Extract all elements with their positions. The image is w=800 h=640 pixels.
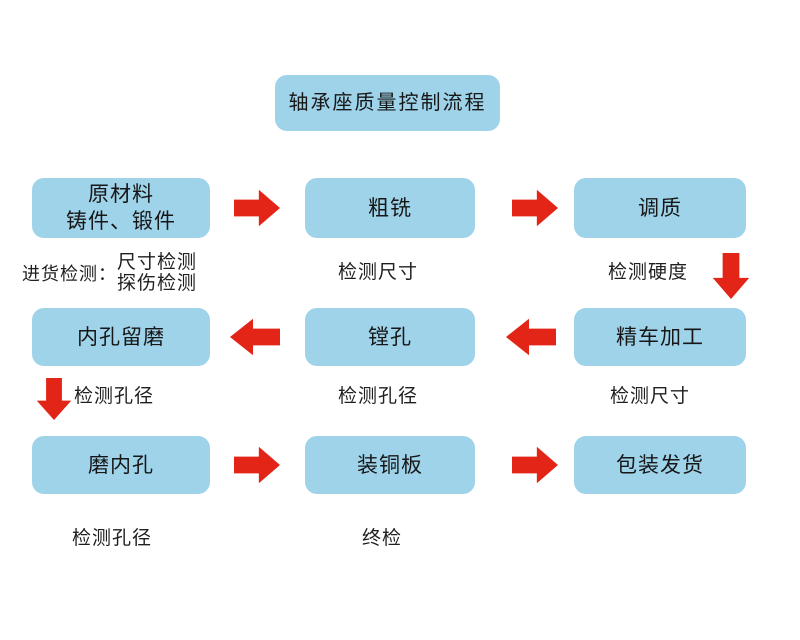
caption-inspect-hardness-text: 检测硬度: [608, 261, 689, 283]
caption-inspect-bore-1-text: 检测孔径: [74, 385, 155, 407]
process-box-rough-milling[interactable]: 粗铣: [305, 178, 475, 238]
caption-incoming-inspection-value-1: 尺寸检测: [117, 251, 198, 273]
process-box-quench-temper-label: 调质: [638, 195, 682, 220]
caption-inspect-bore-3: 检测孔径: [72, 527, 153, 550]
caption-final-inspection: 终检: [362, 527, 403, 550]
process-box-finish-turning-label: 精车加工: [616, 324, 704, 349]
process-box-bore-grind-allowance[interactable]: 内孔留磨: [32, 308, 210, 366]
arrow-right-icon-row1-1: [234, 189, 280, 227]
arrow-down-icon-left: [36, 378, 72, 420]
caption-inspect-dimension-2-text: 检测尺寸: [610, 385, 691, 407]
arrow-right-icon-row3-2: [512, 446, 558, 484]
caption-inspect-dimension-1: 检测尺寸: [338, 261, 419, 284]
caption-final-inspection-text: 终检: [362, 527, 403, 549]
caption-inspect-dimension-1-text: 检测尺寸: [338, 261, 419, 283]
diagram-title-text: 轴承座质量控制流程: [288, 90, 487, 115]
process-box-raw-material-line1: 原材料: [88, 182, 154, 207]
caption-incoming-inspection-value-2: 探伤检测: [117, 272, 198, 295]
process-box-boring-label: 镗孔: [368, 324, 412, 349]
process-box-packaging-shipping[interactable]: 包装发货: [574, 436, 746, 494]
caption-inspect-bore-2-text: 检测孔径: [338, 385, 419, 407]
process-box-quench-temper[interactable]: 调质: [574, 178, 746, 238]
arrow-left-icon-row2-1: [230, 318, 280, 356]
caption-inspect-dimension-2: 检测尺寸: [610, 385, 691, 408]
diagram-title-box: 轴承座质量控制流程: [275, 75, 500, 131]
process-box-grind-bore[interactable]: 磨内孔: [32, 436, 210, 494]
caption-inspect-bore-1: 检测孔径: [74, 385, 155, 408]
process-box-packaging-shipping-label: 包装发货: [616, 452, 704, 477]
process-box-rough-milling-label: 粗铣: [368, 195, 412, 220]
process-box-raw-material-line2: 铸件、锻件: [66, 209, 176, 233]
arrow-right-icon-row1-2: [512, 189, 558, 227]
caption-inspect-hardness: 检测硬度: [608, 261, 689, 284]
process-box-mount-copper-plate[interactable]: 装铜板: [305, 436, 475, 494]
process-box-mount-copper-plate-label: 装铜板: [357, 452, 423, 477]
arrow-left-icon-row2-2: [506, 318, 556, 356]
process-box-bore-grind-allowance-label: 内孔留磨: [77, 324, 165, 349]
caption-incoming-inspection-label: 进货检测：: [22, 264, 117, 286]
caption-inspect-bore-2: 检测孔径: [338, 385, 419, 408]
caption-incoming-inspection-values: 尺寸检测 探伤检测: [117, 251, 198, 295]
process-box-grind-bore-label: 磨内孔: [88, 452, 154, 477]
arrow-right-icon-row3-1: [234, 446, 280, 484]
process-box-boring[interactable]: 镗孔: [305, 308, 475, 366]
process-box-finish-turning[interactable]: 精车加工: [574, 308, 746, 366]
caption-inspect-bore-3-text: 检测孔径: [72, 527, 153, 549]
arrow-down-icon-right: [712, 253, 750, 299]
process-box-raw-material[interactable]: 原材料 铸件、锻件: [32, 178, 210, 238]
caption-incoming-inspection: 进货检测： 尺寸检测 探伤检测: [22, 251, 198, 295]
